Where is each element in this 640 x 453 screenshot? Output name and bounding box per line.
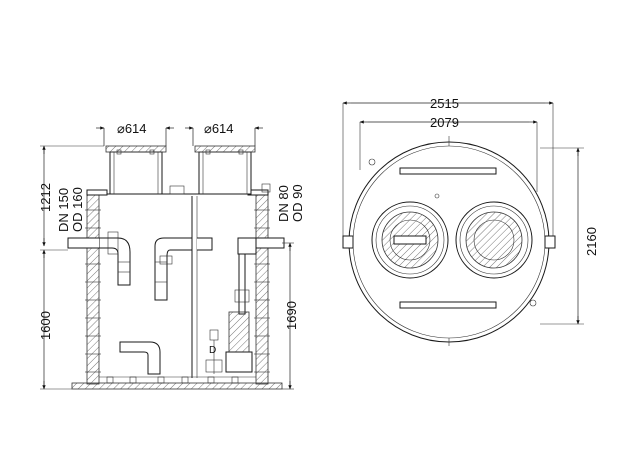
manhole-cover-left (371, 201, 449, 279)
inlet-pipe (67, 231, 131, 286)
pump-assembly: D (205, 237, 285, 374)
sludge-pipe (119, 341, 161, 375)
diameter-left-label: ⌀614 (117, 121, 147, 136)
inlet-stub (342, 235, 354, 249)
plan-view: 2515 2079 (342, 96, 599, 346)
dimension-diameters: ⌀614 ⌀614 (96, 121, 263, 146)
top-slot (399, 167, 497, 175)
dimension-2079: 2079 (359, 115, 538, 192)
outlet-od-label: OD 90 (290, 184, 305, 222)
manhole-cover-right (455, 201, 533, 279)
inlet-od-label: OD 160 (70, 187, 85, 232)
outlet-stub (544, 235, 556, 249)
marker-label: D (209, 345, 216, 356)
height-1690-label: 1690 (284, 301, 299, 330)
inlet-dn-label: DN 150 (56, 188, 71, 232)
height-2160-label: 2160 (584, 227, 599, 256)
dimension-2160: 2160 (540, 147, 599, 325)
height-1600-label: 1600 (38, 311, 53, 340)
left-wall (86, 193, 100, 385)
diameter-right-label: ⌀614 (204, 121, 234, 136)
manway-left (105, 145, 167, 195)
right-wall (255, 193, 269, 385)
height-1212-label: 1212 (38, 183, 53, 212)
section-view: D ⌀614 ⌀614 1212 DN 150 OD 160 (38, 121, 305, 390)
dimension-1212: 1212 DN 150 OD 160 (38, 145, 104, 247)
bottom-slot (399, 301, 497, 309)
width-2079-label: 2079 (430, 115, 459, 130)
dimension-1600: 1600 (38, 249, 72, 390)
outlet-dn-label: DN 80 (276, 185, 291, 222)
dimension-1690: 1690 DN 80 OD 90 (276, 184, 305, 390)
floor-feet (106, 376, 239, 384)
width-2515-label: 2515 (430, 96, 459, 111)
dimension-2515: 2515 (342, 96, 554, 240)
manway-right (194, 145, 256, 195)
base-slab (71, 382, 283, 390)
transfer-pipe (154, 237, 213, 301)
